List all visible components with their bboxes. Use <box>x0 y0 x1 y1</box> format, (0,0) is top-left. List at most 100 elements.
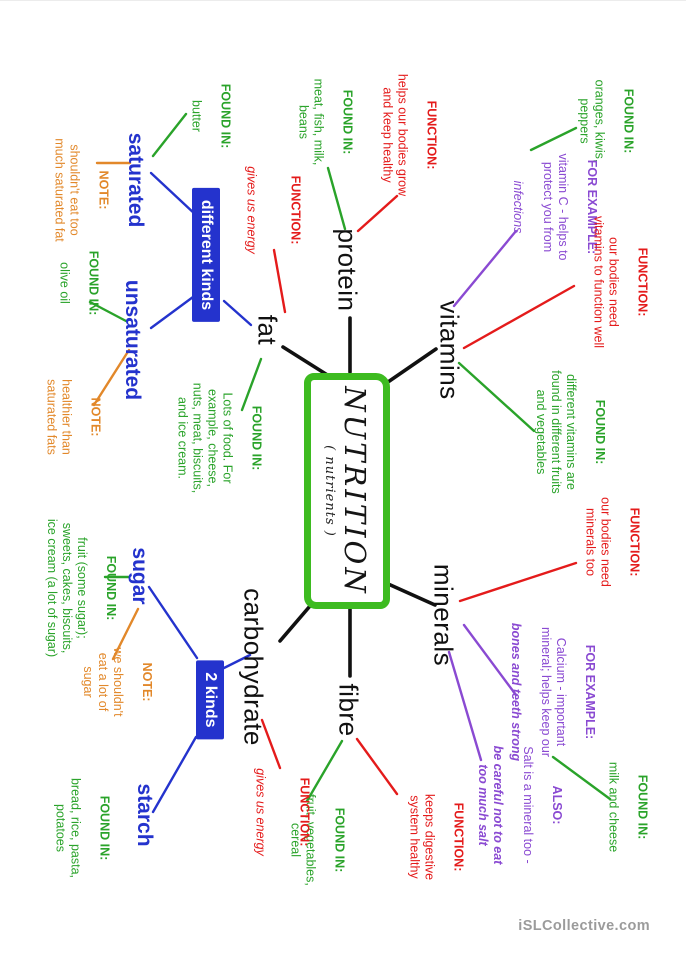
detail-block-body: oranges, kiwis, peppers <box>577 79 607 163</box>
detail-block-head: NOTE: <box>140 662 155 702</box>
detail-block-head: FUNCTION: <box>424 100 439 170</box>
block-protein-function: FUNCTION: helps our bodies grow and keep… <box>350 74 453 196</box>
block-minerals-example: FOR EXAMPLE: Calcium - important mineral… <box>494 623 612 761</box>
detail-block-body: bread, rice, pasta, potatoes <box>53 777 83 879</box>
connector-saturated-found <box>151 112 188 158</box>
detail-block-body: helps our bodies grow and keep healthy <box>380 73 410 197</box>
detail-block-head: FUNCTION: <box>627 507 642 577</box>
detail-block-body: shouldn't eat too much saturated fat <box>52 138 82 242</box>
detail-block-emphasis: gives us energy <box>253 768 268 856</box>
detail-block-head: FOUND IN: <box>621 88 636 154</box>
node-minerals: minerals <box>428 563 459 667</box>
connector-fat-differentkinds <box>222 299 253 327</box>
detail-block-body: our bodies need vitamins to function wel… <box>591 215 621 349</box>
block-vitamins-found: FOUND IN: oranges, kiwis, peppers <box>547 80 650 163</box>
center-subtitle: ( nutrients ) <box>322 445 337 537</box>
detail-block-head: FOUND IN: <box>97 795 112 861</box>
nutrition-center-box: NUTRITION ( nutrients ) <box>304 373 390 609</box>
detail-block-body: Calcium - important mineral; helps keep … <box>539 627 568 757</box>
detail-block-body: keeps digestive system healthy <box>407 793 437 881</box>
block-minerals-found: FOUND IN: milk and cheese <box>576 762 665 852</box>
connector-box-fat <box>281 345 331 378</box>
connector-vitamins-function <box>462 284 576 350</box>
detail-block-body: butter <box>189 100 203 132</box>
block-sugar-found: FOUND IN: fruit (some sugar); sweets, ca… <box>15 519 133 657</box>
connector-vitamins-found <box>529 126 578 152</box>
connector-differentkinds-unsaturated <box>149 295 195 330</box>
connector-box-vitamins <box>386 347 438 384</box>
detail-block-head: FUNCTION: <box>288 175 303 245</box>
detail-block-head: FOUND IN: <box>104 555 119 621</box>
detail-block-body: healthier than saturated fats <box>44 379 74 455</box>
connector-2kinds-starch <box>151 735 198 814</box>
connector-fat-found <box>240 357 263 412</box>
connector-unsaturated-note <box>92 348 131 407</box>
detail-block-head: NOTE: <box>88 397 103 437</box>
islcollective-watermark: iSLCollective.com <box>518 918 650 934</box>
connector-box-minerals <box>384 581 437 607</box>
connector-2kinds-sugar <box>147 585 199 660</box>
block-sugar-note: NOTE: we shouldn't eat a lot of sugar <box>51 647 169 716</box>
detail-block-emphasis: infections <box>511 180 526 234</box>
detail-block-body: milk and cheese <box>606 761 620 853</box>
detail-block-head: FOUND IN: <box>218 83 233 149</box>
connector-minerals-example <box>462 623 518 697</box>
node-starch: starch <box>133 783 156 847</box>
detail-block-head: FUNCTION: <box>451 802 466 872</box>
detail-block-head: FOR EXAMPLE: <box>583 644 598 740</box>
node-different-kinds: different kinds <box>192 187 220 323</box>
detail-block-head: FUNCTION: <box>297 777 312 847</box>
block-saturated-note: NOTE: shouldn't eat too much saturated f… <box>22 138 125 242</box>
block-carbohydrate-function: FUNCTION: gives us energy <box>238 768 327 856</box>
node-carbohydrate: carbohydrate <box>238 588 269 746</box>
node-2-kinds: 2 kinds <box>196 660 224 740</box>
block-unsaturated-note: NOTE: healthier than saturated fats <box>14 379 117 455</box>
connector-sugar-note <box>111 607 140 661</box>
detail-block-head: NOTE: <box>96 170 111 210</box>
center-title: NUTRITION <box>338 386 372 596</box>
detail-block-head: FOUND IN: <box>593 399 608 465</box>
connector-fibre-found <box>305 739 344 803</box>
connector-fat-function <box>272 248 287 314</box>
connector-differentkinds-saturated <box>149 171 198 217</box>
block-saturated-found: FOUND IN: butter <box>159 84 248 149</box>
block-fat-function: FUNCTION: gives us energy <box>229 166 318 254</box>
detail-block-emphasis: bones and teeth strong <box>509 622 524 762</box>
connector-carbohydrate-function <box>260 718 282 770</box>
detail-block-body: Salt is a mineral too - <box>520 746 535 864</box>
connector-minerals-also <box>447 650 483 762</box>
detail-block-body: olive oil <box>57 262 71 304</box>
detail-block-head: FOUND IN: <box>332 807 347 873</box>
node-fat: fat <box>252 314 283 346</box>
node-unsaturated: unsaturated <box>121 279 144 401</box>
block-vitamins-function: FUNCTION: our bodies need vitamins to fu… <box>561 216 664 348</box>
connector-carbohydrate-2kinds <box>222 653 252 670</box>
connector-fibre-function <box>355 737 399 796</box>
connector-vitamins-found-2 <box>457 361 536 433</box>
connector-minerals-function <box>458 561 578 603</box>
detail-block-body: we shouldn't eat a lot of sugar <box>81 647 125 717</box>
block-minerals-function: FUNCTION: our bodies need minerals too <box>553 497 656 587</box>
detail-block-emphasis: gives us energy <box>244 166 259 254</box>
connector-protein-function <box>356 194 399 233</box>
connector-unsaturated-found <box>88 300 128 323</box>
node-vitamins: vitamins <box>434 300 465 400</box>
detail-block-head: FOUND IN: <box>249 405 264 471</box>
node-saturated: saturated <box>124 132 147 228</box>
detail-block-body: different vitamins are found in differen… <box>534 370 578 494</box>
node-protein: protein <box>332 228 363 312</box>
block-fibre-function: FUNCTION: keeps digestive system healthy <box>377 794 480 880</box>
detail-block-body: fruit (some sugar); sweets, cakes, biscu… <box>45 518 89 658</box>
block-unsaturated-found: FOUND IN: olive oil <box>27 251 116 316</box>
block-starch-found: FOUND IN: bread, rice, pasta, potatoes <box>23 778 126 878</box>
connector-protein-found <box>326 166 347 231</box>
detail-block-head: FUNCTION: <box>635 247 650 317</box>
detail-block-head: ALSO: <box>550 785 565 825</box>
block-vitamins-found-2: FOUND IN: different vitamins are found i… <box>504 370 622 493</box>
detail-block-head: FOUND IN: <box>635 774 650 840</box>
detail-block-head: FOUND IN: <box>86 250 101 316</box>
connector-minerals-found <box>551 755 612 801</box>
